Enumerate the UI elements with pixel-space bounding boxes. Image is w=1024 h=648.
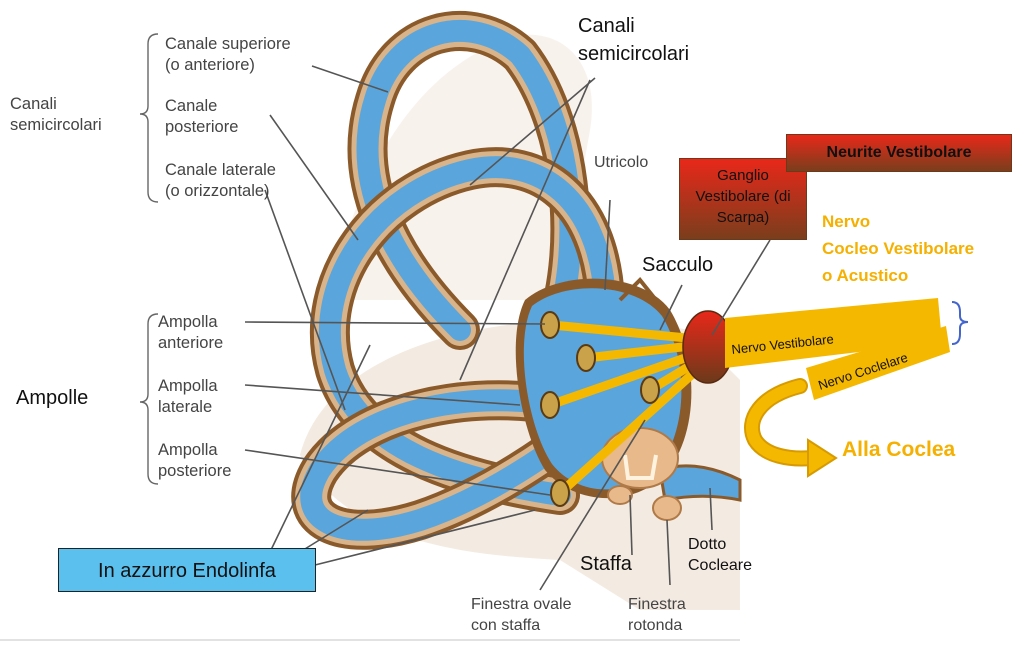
leader-lines <box>244 65 771 591</box>
ampullae <box>540 311 660 507</box>
lateral-canal <box>291 380 600 550</box>
alla-coclea-label: Alla Coclea <box>842 438 956 461</box>
ampolla-anteriore-label: Ampolla anteriore <box>158 313 224 352</box>
canali-group-label: Canali semicircolari <box>10 95 102 134</box>
neurite-box: Neurite Vestibolare <box>786 134 1012 172</box>
cochlear-duct-stub <box>658 464 742 502</box>
ganglio-box: Ganglio Vestibolare (di Scarpa) <box>679 158 807 240</box>
canali-top-label: Canali semicircolari <box>578 15 690 65</box>
dotto-cocleare-label: Dotto Cocleare <box>688 536 753 574</box>
nerve-bands <box>725 298 950 400</box>
utricolo-label: Utricolo <box>594 154 649 171</box>
staffa-label: Staffa <box>580 553 632 575</box>
finestra-rotonda-label: Finestra rotonda <box>628 596 686 634</box>
canale-posteriore-label: Canale posteriore <box>165 97 239 136</box>
canale-laterale-label: Canale laterale (o orizzontale) <box>165 161 276 200</box>
nerve-fibres <box>545 320 713 498</box>
sacculo-label: Sacculo <box>642 254 714 276</box>
canale-superiore-label: Canale superiore (o anteriore) <box>165 35 291 74</box>
nervo-cocleo-label: Nervo Cocleo Vestibolare o Acustico <box>822 212 975 285</box>
ampolle-label: Ampolle <box>16 387 89 409</box>
posterior-canal <box>310 147 625 515</box>
to-cochlea-arrow <box>744 378 838 478</box>
finestra-ovale-label: Finestra ovale con staffa <box>471 596 572 634</box>
left-brackets <box>139 33 159 485</box>
canals <box>291 11 625 550</box>
nerve-bracket <box>951 301 969 345</box>
ampolla-laterale-label: Ampolla laterale <box>158 377 218 416</box>
ampolla-posteriore-label: Ampolla posteriore <box>158 441 232 480</box>
endolinfa-box: In azzurro Endolinfa <box>58 548 316 592</box>
